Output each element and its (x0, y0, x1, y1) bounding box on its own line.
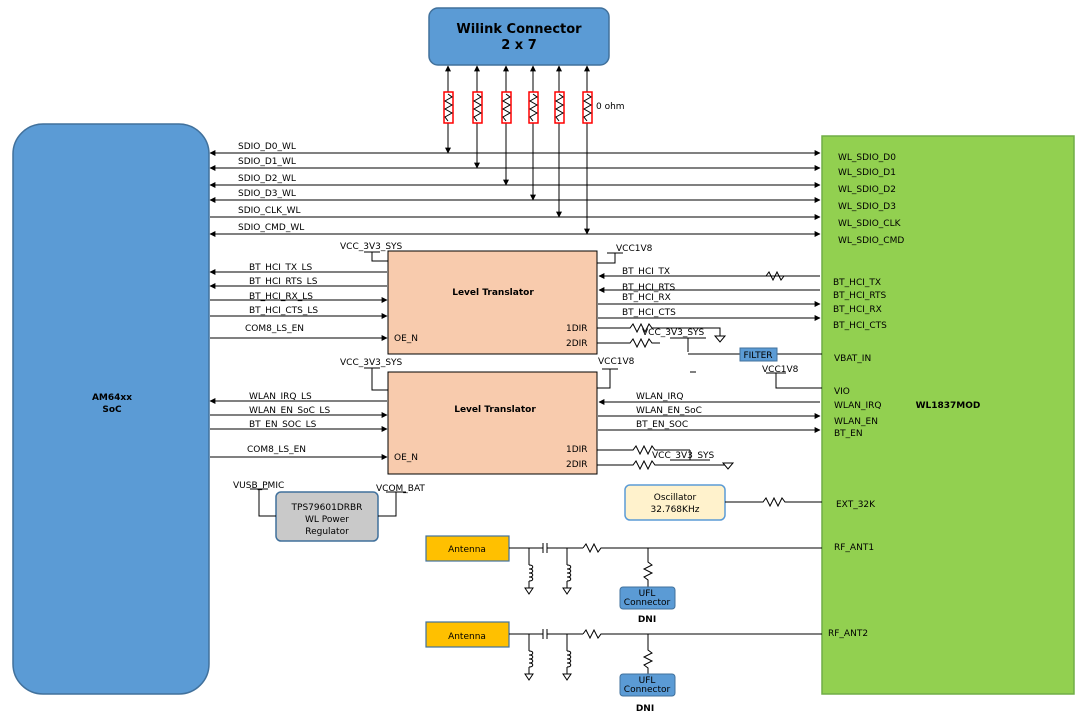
signal-label: WLAN_IRQ (636, 392, 684, 402)
signal-label: BT_HCI_RTS (622, 283, 675, 293)
dir1-label: 1DIR (566, 445, 588, 455)
translator-title: Level Translator (454, 405, 536, 415)
pin-label: BT_HCI_RX (833, 305, 882, 315)
supply-label: VCC1V8 (616, 244, 653, 254)
signal-label: BT_HCI_RX (622, 293, 671, 303)
pin-label: BT_HCI_TX (833, 278, 881, 288)
power-regulator: TPS79601DRBR WL Power Regulator VUSB_PMI… (233, 481, 425, 542)
ufl-label: Connector (624, 598, 671, 608)
resistor (501, 91, 512, 124)
supply-label: VCC_3V3_SYS (340, 242, 403, 252)
signal-label: BT_HCI_TX (622, 267, 670, 277)
vbat-filter: FILTER (688, 347, 822, 373)
signal-label: SDIO_D2_WL (238, 174, 296, 184)
signal-label: COM8_LS_EN (245, 324, 304, 334)
wilink-connector: Wilink Connector 2 x 7 (428, 7, 610, 66)
oscillator-freq: 32.768KHz (651, 505, 700, 515)
antenna-label: Antenna (448, 545, 486, 555)
supply-label: VCC1V8 (762, 365, 799, 375)
supply-label: VCC1V8 (598, 357, 635, 367)
resistor (582, 91, 593, 124)
signal-label: WLAN_EN_SoC (636, 406, 702, 416)
regulator-desc: WL Power (305, 515, 349, 525)
pin-label: WL_SDIO_D2 (838, 185, 896, 195)
dir2-label: 2DIR (566, 460, 588, 470)
signal-label: WLAN_IRQ_LS (249, 392, 312, 402)
signal-label: SDIO_D0_WL (238, 142, 296, 152)
pin-label: WL_SDIO_D0 (838, 153, 896, 163)
soc-type: SoC (102, 405, 122, 415)
pin-label: BT_HCI_RTS (833, 291, 886, 301)
supply-label: VCC_3V3_SYS (340, 358, 403, 368)
signal-label: SDIO_CLK_WL (238, 206, 301, 216)
pin-label: WLAN_IRQ (834, 401, 882, 411)
signal-label: SDIO_CMD_WL (238, 223, 304, 233)
pin-label: WL_SDIO_D3 (838, 202, 896, 212)
regulator-desc: Regulator (305, 527, 349, 537)
antenna-path-1: Antenna UFL Connector DNI (425, 535, 822, 625)
wilink-title: Wilink Connector (456, 22, 582, 37)
dir1-label: 1DIR (566, 324, 588, 334)
resistor (554, 91, 565, 124)
supply-label: VCC_3V3_SYS (652, 451, 715, 461)
oe-label: OE_N (394, 453, 418, 463)
pin-label: RF_ANT1 (834, 543, 874, 553)
wilink-size: 2 x 7 (501, 38, 537, 53)
pin-label: VBAT_IN (834, 354, 871, 364)
pin-label: BT_HCI_CTS (833, 321, 887, 331)
pin-label: WL_SDIO_CMD (838, 236, 904, 246)
oscillator: Oscillator 32.768KHz (624, 484, 822, 521)
pin-label: WL_SDIO_D1 (838, 168, 896, 178)
dni-label: DNI (636, 704, 654, 714)
pin-label: RF_ANT2 (828, 629, 868, 639)
signal-label: BT_HCI_CTS (622, 308, 676, 318)
filter-label: FILTER (743, 351, 772, 361)
signal-label: BT_HCI_RX_LS (249, 292, 313, 302)
signal-label: SDIO_D1_WL (238, 157, 296, 167)
ufl-label: UFL (639, 676, 656, 686)
zero-ohm-resistors: 0 ohm (443, 65, 625, 235)
resistor (528, 91, 539, 124)
antenna-path-2: Antenna UFL Connector DNI (425, 621, 822, 714)
sdio-bus: SDIO_D0_WL SDIO_D1_WL SDIO_D2_WL SDIO_D3… (209, 142, 904, 246)
soc-name: AM64xx (92, 393, 132, 403)
ufl-label: Connector (624, 685, 671, 695)
signal-label: BT_EN_SOC_LS (249, 420, 317, 430)
regulator-part: TPS79601DRBR (291, 503, 363, 513)
supply-label: VUSB_PMIC (233, 481, 284, 491)
level-translator-1: Level Translator OE_N 1DIR 2DIR VCC_3V3_… (209, 242, 821, 355)
module-pins: BT_HCI_TX BT_HCI_RTS BT_HCI_RX BT_HCI_CT… (828, 278, 887, 639)
zero-ohm-label: 0 ohm (596, 102, 625, 112)
resistor (443, 91, 454, 124)
signal-label: BT_HCI_CTS_LS (249, 306, 318, 316)
supply-label: VCOM_BAT (376, 484, 425, 494)
module-name: WL1837MOD (916, 401, 981, 411)
dir2-label: 2DIR (566, 339, 588, 349)
resistor (472, 91, 483, 124)
pin-label: VIO (834, 387, 850, 397)
oscillator-label: Oscillator (654, 493, 697, 503)
signal-label: SDIO_D3_WL (238, 189, 296, 199)
pin-label: WL_SDIO_CLK (838, 219, 902, 229)
supply-label: VCC_3V3_SYS (642, 328, 705, 338)
signal-label: BT_HCI_TX_LS (249, 263, 313, 273)
dni-label: DNI (638, 615, 656, 625)
translator-title: Level Translator (452, 288, 534, 298)
vio-supply: VCC1V8 (762, 365, 822, 389)
signal-label: WLAN_EN_SoC_LS (249, 406, 330, 416)
wl1837-module: WL1837MOD (821, 135, 1075, 695)
pin-label: BT_EN (834, 429, 863, 439)
soc-block: AM64xx SoC (12, 123, 210, 695)
level-translator-2: Level Translator OE_N 1DIR 2DIR VCC_3V3_… (209, 357, 821, 475)
oe-label: OE_N (394, 334, 418, 344)
pin-label: EXT_32K (836, 500, 876, 510)
pin-label: WLAN_EN (834, 417, 878, 427)
signal-label: COM8_LS_EN (247, 445, 306, 455)
signal-label: BT_EN_SOC (636, 420, 688, 430)
signal-label: BT_HCI_RTS_LS (249, 277, 318, 287)
ufl-label: UFL (639, 589, 656, 599)
antenna-label: Antenna (448, 632, 486, 642)
